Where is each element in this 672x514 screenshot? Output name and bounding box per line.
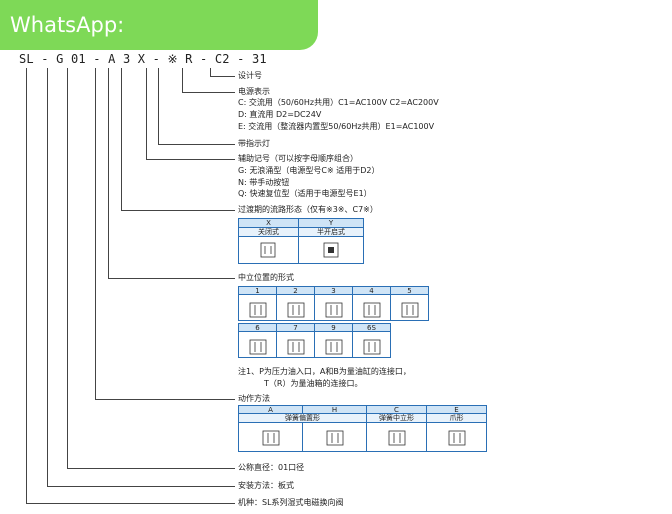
action-symbol (238, 422, 303, 452)
label-nominal: 公称直径：01口径 (238, 463, 305, 472)
leader-x (121, 68, 122, 210)
neutral-symbol (352, 331, 391, 358)
label-aux-q: Q: 快速复位型（适用于电源型号E1） (238, 189, 372, 198)
half-open-symbol-icon (323, 242, 339, 258)
valve-symbol-icon (287, 339, 305, 355)
action-subheader: 弹簧偏置形 (238, 413, 367, 423)
valve-symbol-icon (287, 302, 305, 318)
valve-symbol-icon (448, 430, 466, 446)
action-symbol (302, 422, 367, 452)
h-model (26, 503, 235, 504)
label-mount: 安装方法：板式 (238, 481, 294, 490)
leader-c2 (182, 68, 183, 92)
h-aux (146, 159, 235, 160)
h-transition (121, 210, 235, 211)
h-lamp (158, 144, 235, 145)
action-symbol (366, 422, 427, 452)
trans-symbol-x (238, 236, 299, 264)
valve-symbol-icon (325, 302, 343, 318)
valve-symbol-icon (249, 302, 267, 318)
label-model: 机种：SL系列湿式电磁换向阀 (238, 498, 344, 507)
label-power-e: E: 交流用（整流器内置型50/60Hz共用）E1=AC100V (238, 122, 435, 131)
h-nominal (67, 468, 235, 469)
label-neutral: 中立位置的形式 (238, 273, 294, 282)
h-action (95, 399, 235, 400)
neutral-symbol (314, 331, 353, 358)
neutral-symbol (276, 331, 315, 358)
valve-symbol-icon (326, 430, 344, 446)
leader-31 (210, 68, 211, 76)
closed-symbol-icon (260, 242, 276, 258)
leader-g (47, 68, 48, 486)
label-power: 电源表示 (238, 87, 270, 96)
leader-a (95, 68, 96, 399)
label-transition: 过渡期的流路形态（仅有※3※、C7※） (238, 205, 378, 214)
label-power-d: D: 直流用 D2=DC24V (238, 110, 322, 119)
valve-symbol-icon (325, 339, 343, 355)
h-mount (47, 486, 235, 487)
action-subheader: 爪形 (426, 413, 487, 423)
neutral-symbol (238, 294, 277, 321)
valve-symbol-icon (363, 339, 381, 355)
label-design-no: 设计号 (238, 71, 262, 80)
valve-symbol-icon (388, 430, 406, 446)
leader-01 (67, 68, 68, 468)
neutral-symbol (352, 294, 391, 321)
leader-3 (108, 68, 109, 278)
action-subheader: 弹簧中立形 (366, 413, 427, 423)
label-lamp: 带指示灯 (238, 139, 270, 148)
neutral-symbol (276, 294, 315, 321)
neutral-symbol (314, 294, 353, 321)
h-power (182, 92, 235, 93)
trans-symbol-y (298, 236, 364, 264)
neutral-symbol (390, 294, 429, 321)
note-line2: T（R）为量油箱的连接口。 (264, 379, 363, 388)
label-aux-n: N: 带手动按钮 (238, 178, 290, 187)
note-line1: 注1、P为压力油入口，A和B为量油缸的连接口， (238, 367, 411, 376)
valve-symbol-icon (363, 302, 381, 318)
h-neutral (108, 278, 235, 279)
valve-symbol-icon (262, 430, 280, 446)
model-code: SL - G 01 - A 3 X - ※ R - C2 - 31 (19, 52, 267, 66)
valve-symbol-icon (249, 339, 267, 355)
label-power-c: C: 交流用（50/60Hz共用）C1=AC100V C2=AC200V (238, 98, 439, 107)
leader-aux (146, 68, 147, 159)
leader-sl (26, 68, 27, 503)
label-aux-g: G: 无浪涌型（电源型号C※ 适用于D2） (238, 166, 380, 175)
label-aux: 辅助记号（可以按字母顺序组合） (238, 154, 358, 163)
neutral-symbol (238, 331, 277, 358)
action-symbol (426, 422, 487, 452)
valve-symbol-icon (401, 302, 419, 318)
label-action: 动作方法 (238, 394, 270, 403)
h-design (210, 76, 235, 77)
whatsapp-watermark: WhatsApp: +8617382018825 (0, 0, 318, 87)
leader-r (158, 68, 159, 144)
